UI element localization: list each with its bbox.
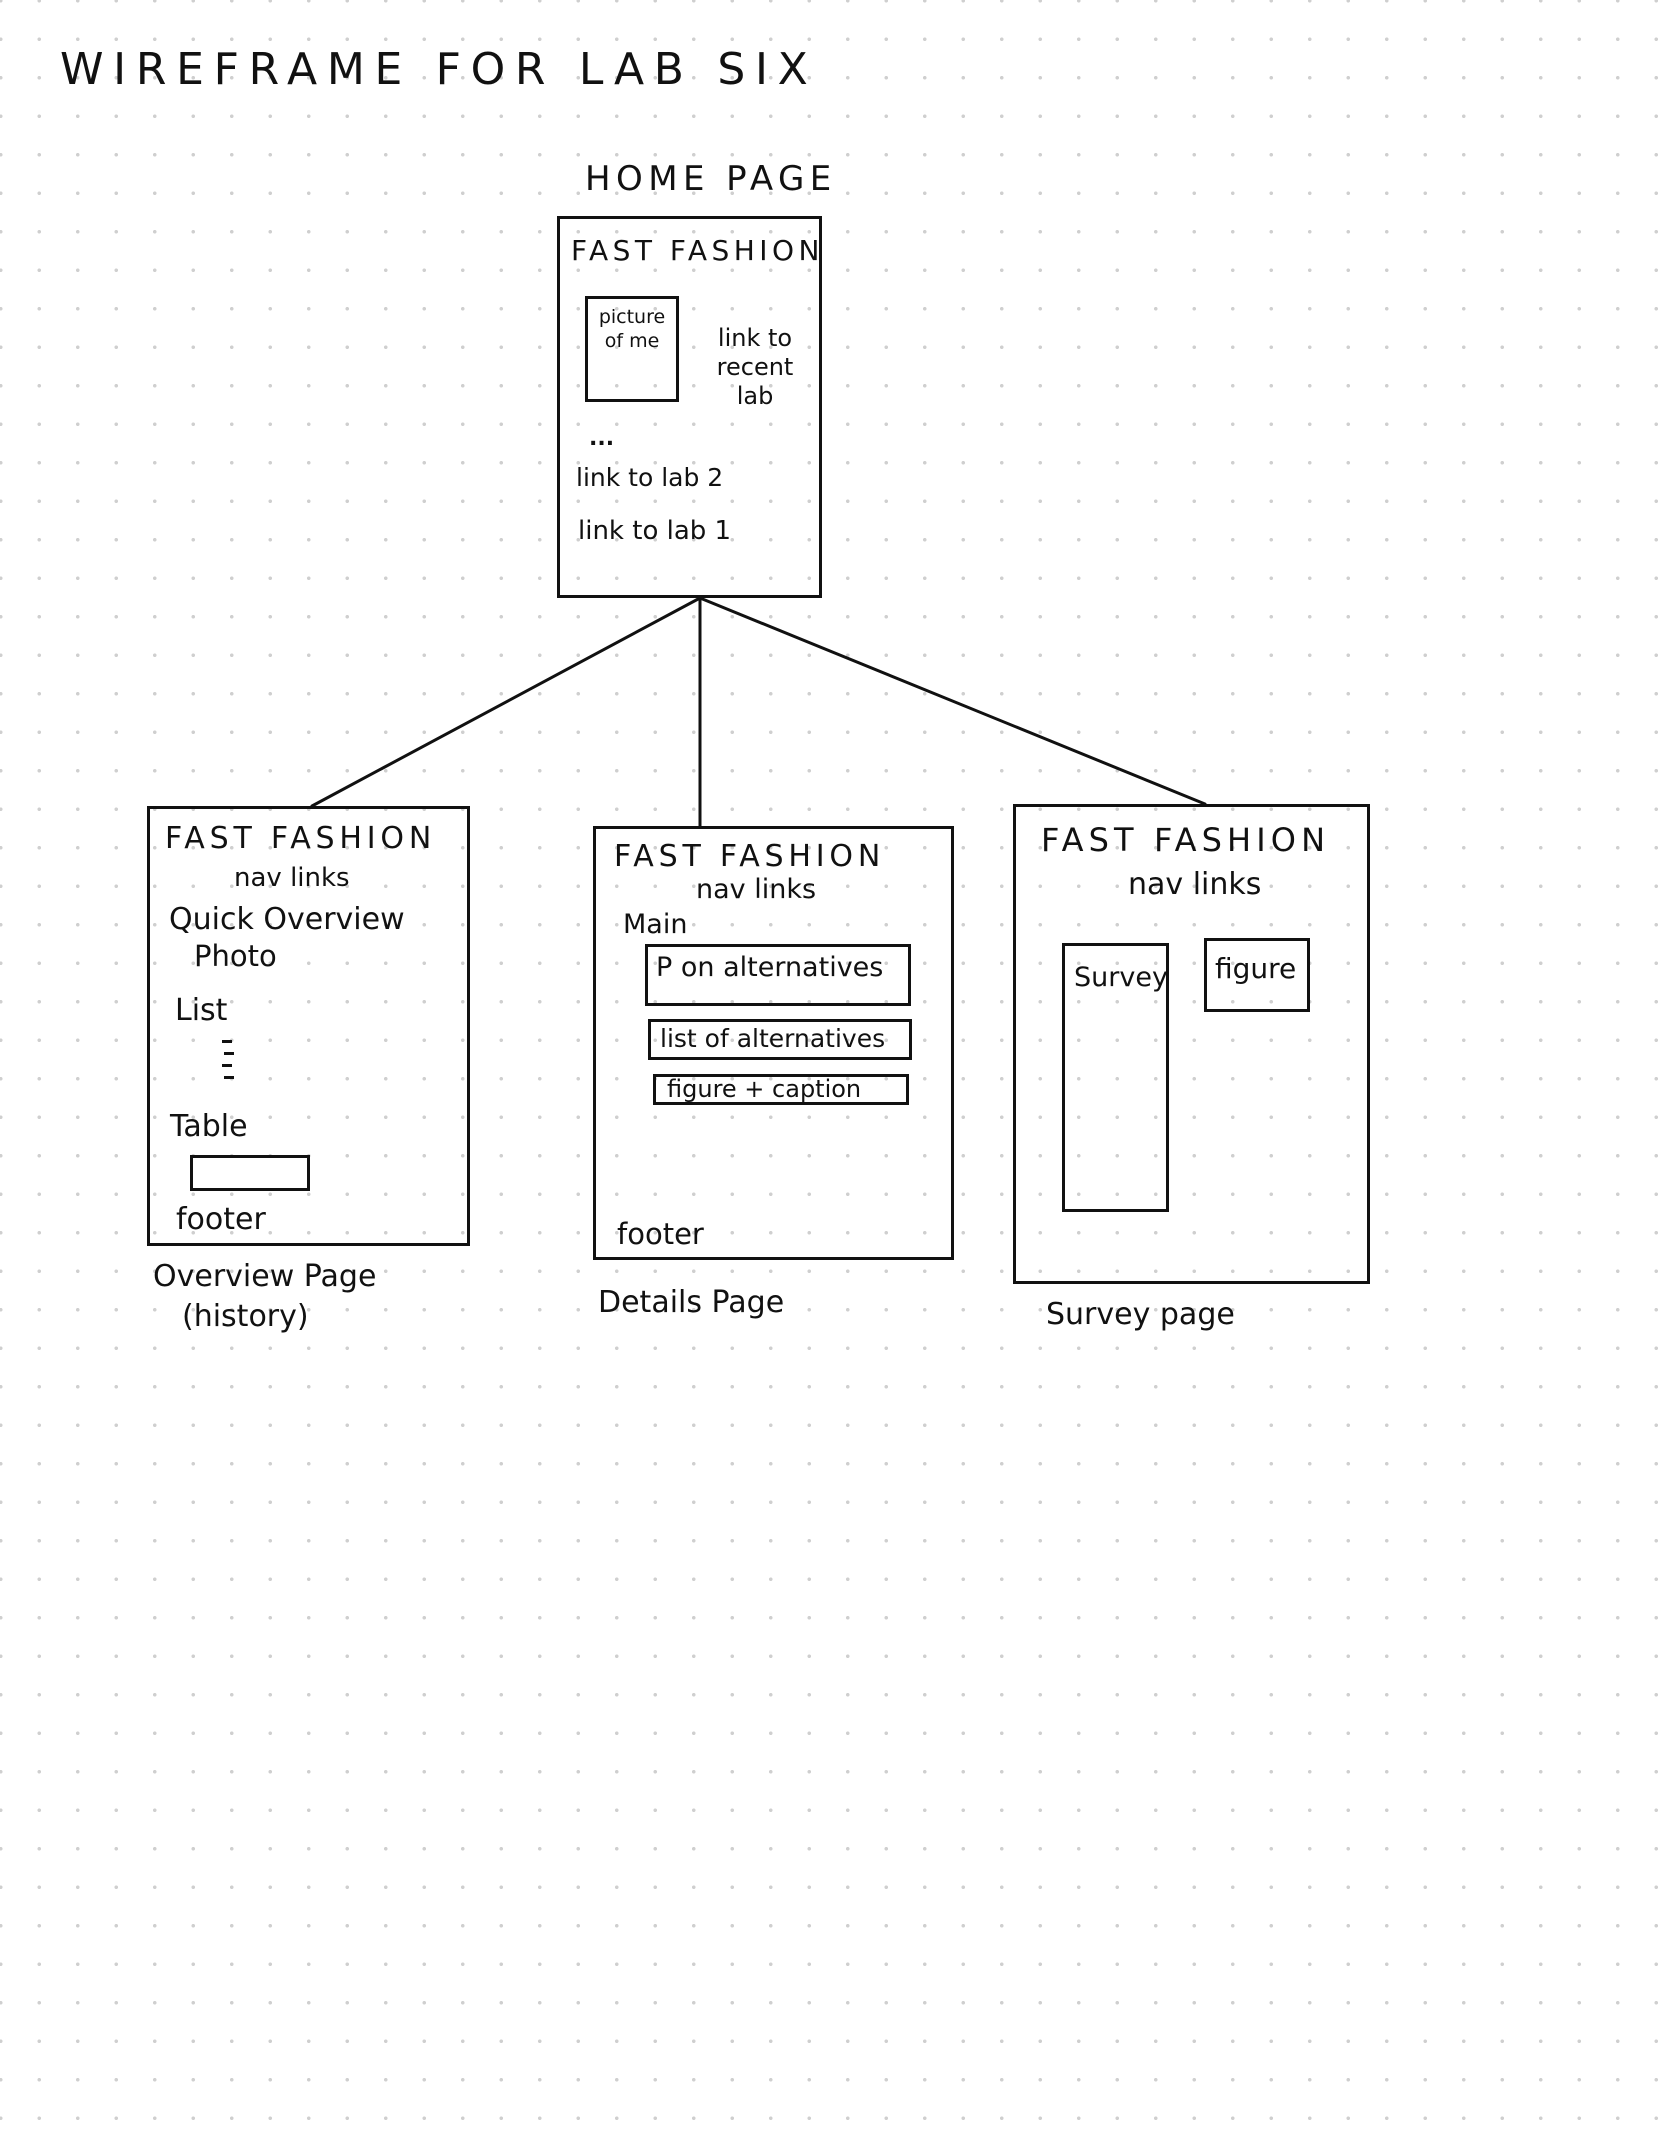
overview-list: List bbox=[175, 993, 228, 1028]
details-page-frame bbox=[593, 826, 954, 1260]
connector-overview bbox=[310, 596, 702, 808]
home-picture-box bbox=[585, 296, 679, 402]
overview-nav-links[interactable]: nav links bbox=[234, 863, 350, 893]
overview-quick-overview: Quick Overview bbox=[169, 902, 405, 937]
details-paragraph-label: P on alternatives bbox=[656, 952, 884, 983]
overview-table-label: Table bbox=[170, 1109, 248, 1144]
survey-form-box bbox=[1062, 943, 1169, 1212]
home-picture-label: picture of me bbox=[598, 306, 666, 352]
details-nav-links[interactable]: nav links bbox=[696, 874, 817, 905]
survey-figure-box bbox=[1204, 938, 1310, 1012]
details-list-box bbox=[648, 1019, 912, 1060]
overview-page-caption: Overview Page bbox=[153, 1259, 377, 1294]
survey-form-label: Survey bbox=[1074, 962, 1168, 993]
details-figure-box bbox=[653, 1074, 909, 1105]
details-main-label: Main bbox=[623, 909, 688, 940]
overview-list-items bbox=[222, 1040, 234, 1088]
overview-footer: footer bbox=[176, 1202, 266, 1237]
overview-photo: Photo bbox=[194, 939, 277, 973]
details-paragraph-box bbox=[645, 944, 911, 1006]
survey-header: FAST FASHION bbox=[1041, 821, 1331, 859]
home-page-caption: HOME PAGE bbox=[585, 159, 837, 199]
overview-header: FAST FASHION bbox=[165, 821, 437, 856]
home-link-lab-1[interactable]: link to lab 1 bbox=[578, 516, 732, 546]
home-page-frame bbox=[557, 216, 822, 598]
survey-figure-label: figure bbox=[1215, 952, 1297, 985]
survey-page-frame bbox=[1013, 804, 1370, 1284]
home-header: FAST FASHION bbox=[571, 234, 824, 267]
overview-page-caption-sub: (history) bbox=[182, 1299, 309, 1334]
home-link-lab-2[interactable]: link to lab 2 bbox=[576, 463, 724, 492]
details-footer: footer bbox=[617, 1217, 704, 1251]
survey-page-caption: Survey page bbox=[1046, 1297, 1235, 1332]
overview-table-box bbox=[190, 1155, 310, 1191]
details-page-caption: Details Page bbox=[598, 1285, 785, 1320]
wireframe-title: WIREFRAME FOR LAB SIX bbox=[60, 44, 818, 95]
details-list-label: list of alternatives bbox=[660, 1024, 886, 1053]
survey-nav-links[interactable]: nav links bbox=[1128, 867, 1262, 902]
overview-page-frame bbox=[147, 806, 470, 1246]
home-link-recent-lab[interactable]: link to recent lab bbox=[716, 324, 794, 410]
home-ellipsis: ... bbox=[589, 426, 615, 451]
details-header: FAST FASHION bbox=[614, 839, 886, 874]
connector-survey bbox=[698, 596, 1207, 806]
details-figure-label: figure + caption bbox=[667, 1075, 862, 1103]
